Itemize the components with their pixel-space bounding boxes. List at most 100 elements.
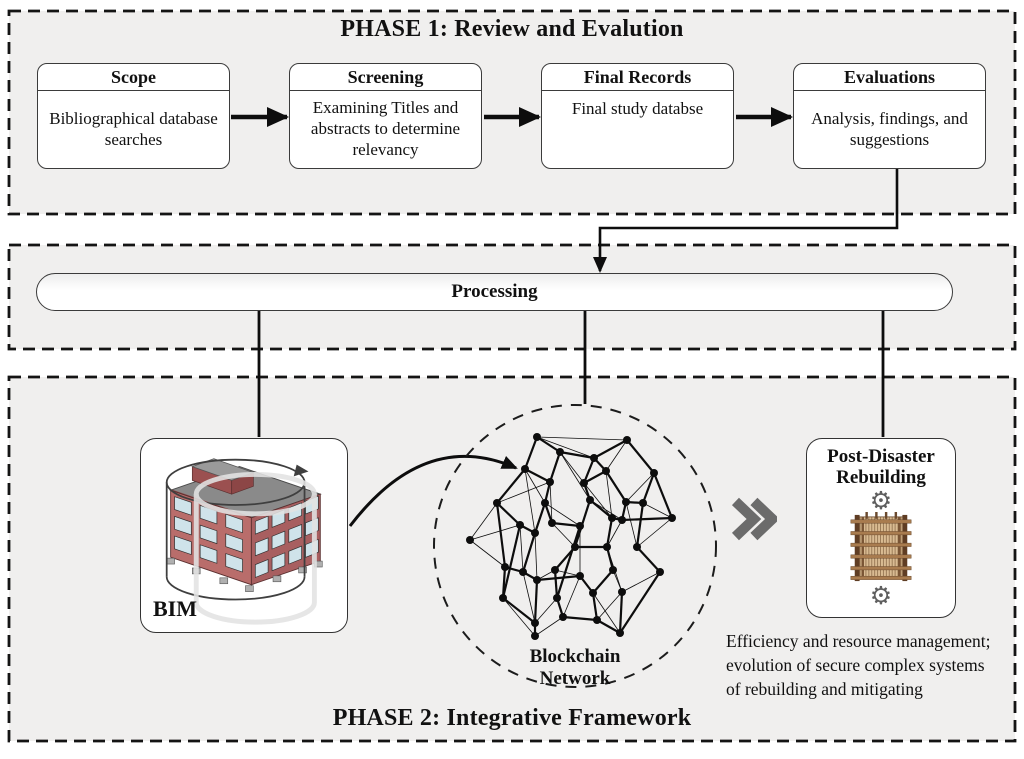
network-edge xyxy=(553,569,559,599)
phase2-title: PHASE 2: Integrative Framework xyxy=(332,705,692,731)
network-node xyxy=(576,572,584,580)
network-edge xyxy=(605,470,627,503)
network-edge xyxy=(536,436,628,441)
network-edge xyxy=(592,569,614,594)
bim-label: BIM xyxy=(153,596,197,621)
network-edge xyxy=(652,472,674,519)
network-edge xyxy=(536,436,595,459)
network-edge xyxy=(469,524,521,541)
network-edge xyxy=(621,516,673,522)
evaluations-body: Analysis, findings, and suggestions xyxy=(811,108,968,149)
network-edge xyxy=(592,592,621,634)
cylinder-rotation-arrowhead xyxy=(293,464,309,477)
network-edge xyxy=(562,615,598,622)
scope-body: Bibliographical database searches xyxy=(49,108,218,149)
network-edge xyxy=(562,575,581,618)
network-edge xyxy=(642,502,673,519)
network-node xyxy=(493,499,501,507)
network-edge xyxy=(536,574,581,582)
network-edge xyxy=(559,451,585,484)
network-node xyxy=(580,479,588,487)
network-edge xyxy=(534,597,558,624)
network-node xyxy=(623,436,631,444)
phase1-title: PHASE 1: Review and Evalution xyxy=(340,16,684,42)
network-node xyxy=(668,514,676,522)
network-node xyxy=(656,568,664,576)
network-node xyxy=(499,594,507,602)
network-node xyxy=(618,588,626,596)
light-cylinder-outline xyxy=(193,471,317,625)
network-edge xyxy=(501,524,522,599)
network-edge xyxy=(502,597,536,624)
arrow-bim-to-blockchain xyxy=(348,454,518,527)
network-node xyxy=(633,543,641,551)
network-node xyxy=(559,613,567,621)
post-disaster-rebuilding-box: Post-Disaster Rebuilding ⚙ xyxy=(806,438,956,618)
network-node xyxy=(541,499,549,507)
network-edge xyxy=(596,591,623,621)
post-disaster-caption: Efficiency and resource management; evol… xyxy=(726,631,991,700)
network-edge xyxy=(589,499,613,519)
network-node xyxy=(586,496,594,504)
network-node xyxy=(576,522,584,530)
network-edge xyxy=(522,571,536,624)
flow-box-final-records: Final Records Final study databse xyxy=(541,63,734,169)
bim-building-illustration xyxy=(165,458,323,625)
network-edge xyxy=(636,517,673,548)
network-edge xyxy=(502,597,536,637)
network-edge xyxy=(583,470,607,484)
network-edge xyxy=(641,472,656,504)
network-edge xyxy=(583,482,613,519)
network-edge xyxy=(496,481,551,504)
network-edge xyxy=(635,502,645,548)
network-edge xyxy=(619,571,661,634)
network-node xyxy=(521,465,529,473)
network-edge xyxy=(621,571,661,593)
left-facade-windows xyxy=(174,496,243,573)
network-edge xyxy=(559,450,595,460)
flow-box-evaluations: Evaluations Analysis, findings, and sugg… xyxy=(793,63,986,169)
network-node xyxy=(602,467,610,475)
network-node xyxy=(531,619,539,627)
scope-header: Scope xyxy=(38,64,229,91)
screening-body: Examining Titles and abstracts to determ… xyxy=(310,98,461,159)
network-edge xyxy=(636,546,661,573)
network-node xyxy=(622,498,630,506)
fast-forward-chevrons-icon xyxy=(731,497,777,541)
network-edge xyxy=(521,532,537,573)
network-edge xyxy=(496,468,526,504)
network-edge xyxy=(544,502,581,527)
network-node xyxy=(501,563,509,571)
network-node xyxy=(608,514,616,522)
network-node xyxy=(533,576,541,584)
bim-box: BIM xyxy=(140,438,348,633)
network-edge xyxy=(496,502,521,526)
blockchain-network-label: Blockchain Network xyxy=(529,646,621,689)
network-edge xyxy=(469,539,506,568)
network-node xyxy=(618,516,626,524)
network-edge xyxy=(495,502,507,568)
network-edge xyxy=(625,501,638,548)
blockchain-dashed-circle xyxy=(433,404,717,688)
network-edge xyxy=(626,439,655,474)
final-records-header: Final Records xyxy=(542,64,733,91)
network-node xyxy=(548,519,556,527)
network-edge xyxy=(534,616,564,637)
network-edge xyxy=(605,517,614,548)
network-edge xyxy=(549,481,553,524)
network-edge xyxy=(596,619,621,634)
network-node xyxy=(609,566,617,574)
network-edge xyxy=(469,502,498,541)
final-records-body: Final study databse xyxy=(571,99,704,118)
network-edge xyxy=(534,532,538,581)
network-node xyxy=(533,433,541,441)
network-edge xyxy=(625,472,655,503)
network-node xyxy=(531,632,539,640)
network-node xyxy=(593,616,601,624)
processing-bar: Processing xyxy=(36,273,953,311)
processing-label: Processing xyxy=(451,281,538,302)
network-node xyxy=(639,499,647,507)
network-edge xyxy=(605,439,628,472)
network-edge xyxy=(618,591,624,634)
